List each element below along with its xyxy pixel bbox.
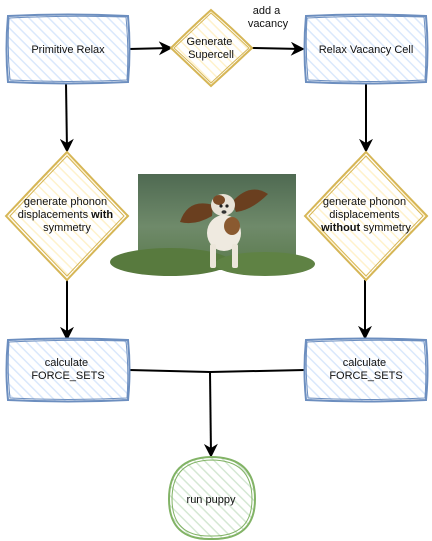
node-primitive-relax-label: Primitive Relax: [31, 44, 105, 56]
dog-left-ear: [180, 203, 213, 224]
arrow-supercell-to-vacancy: [251, 41, 305, 56]
node-gen-with-symmetry[interactable]: generate phonon displacements with symme…: [4, 150, 130, 282]
node-run-puppy[interactable]: run puppy: [167, 455, 257, 541]
node-calc-force-sets-right[interactable]: calculate FORCE_SETS: [303, 337, 429, 403]
node-calc-right-label: calculate FORCE_SETS: [329, 357, 402, 382]
node-gen-without-symmetry[interactable]: generate phonon displacements without sy…: [303, 150, 429, 282]
node-gen-with-symmetry-label: generate phonon displacements with symme…: [18, 196, 116, 234]
node-relax-vacancy-cell-label: Relax Vacancy Cell: [319, 44, 414, 56]
arrow-primitive-to-supercell: [128, 41, 173, 56]
line-calc-left-to-junction: [128, 369, 211, 373]
node-gen-without-symmetry-label: generate phonon displacements without sy…: [320, 196, 411, 234]
line-calc-right-to-junction: [209, 369, 306, 373]
node-calc-left-label: calculate FORCE_SETS: [31, 357, 104, 382]
node-generate-supercell[interactable]: Generate Supercell: [169, 8, 254, 88]
arrow-primitive-to-with-sym: [59, 82, 74, 153]
node-primitive-relax[interactable]: Primitive Relax: [5, 13, 131, 85]
dog-right-ear: [232, 189, 268, 212]
edge-label-add-vacancy: add a vacancy: [248, 5, 289, 30]
node-generate-supercell-label: Generate Supercell: [187, 36, 236, 61]
node-calc-force-sets-left[interactable]: calculate FORCE_SETS: [5, 337, 131, 403]
edges: [59, 41, 373, 458]
node-relax-vacancy-cell[interactable]: Relax Vacancy Cell: [303, 13, 429, 85]
dog-photo: [110, 174, 315, 276]
arrow-junction-to-run-puppy: [203, 371, 218, 458]
node-run-puppy-label: run puppy: [187, 494, 236, 506]
